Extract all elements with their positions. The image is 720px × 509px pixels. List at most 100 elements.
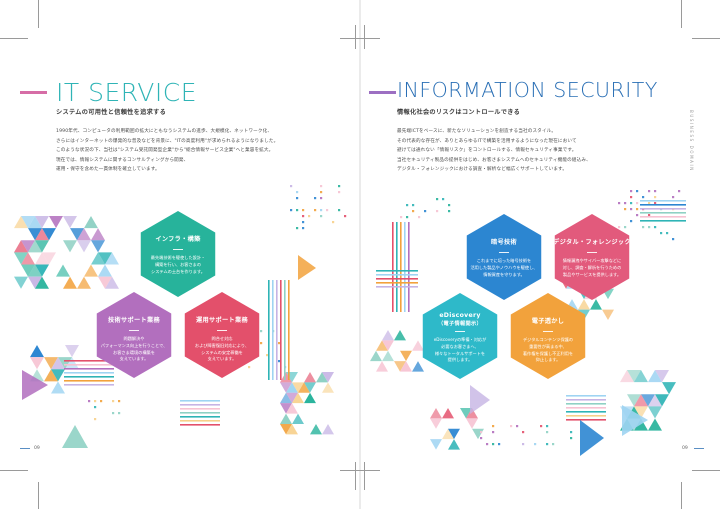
pattern-shape — [648, 190, 651, 193]
intro-line: このような状況の下、当社は"システム受託開発型企業"から"総合情報サービス企業"… — [56, 148, 274, 153]
intro-line: 運用・保守を含めた一貫体制を確立しています。 — [56, 167, 160, 172]
pattern-shape — [382, 330, 394, 341]
pattern-shape — [260, 342, 263, 345]
pattern-shape — [400, 361, 412, 372]
pattern-shape — [296, 191, 299, 194]
pattern-shape — [280, 403, 292, 414]
pattern-shape — [49, 216, 63, 229]
pattern-shape — [314, 209, 317, 212]
pattern-shape — [624, 208, 627, 211]
crop-mark — [364, 25, 365, 49]
intro-line: その代表的な存在が、ありとあらゆるITで構築を活用するようになった現在において — [397, 138, 577, 144]
center-fold — [359, 0, 361, 509]
pattern-shape — [636, 190, 639, 193]
pattern-shape — [51, 381, 65, 394]
pattern-shape — [566, 411, 606, 413]
pattern-shape — [448, 428, 460, 440]
pattern-shape — [602, 309, 614, 320]
pattern-shape — [470, 385, 490, 414]
information-security-page: INFORMATION SECURITY 情報化社会のリスクはコントロールできる… — [360, 0, 720, 509]
pattern-shape — [418, 216, 421, 219]
pattern-shape — [382, 340, 394, 351]
intro-line: さらにはインターネットの爆発的な普及などを背景に、"ITの高度利用"が求められる… — [56, 138, 279, 144]
pattern-shape — [394, 330, 406, 341]
pattern-shape — [302, 221, 305, 224]
crop-mark — [692, 470, 720, 471]
pattern-shape — [322, 382, 334, 393]
pattern-shape — [636, 202, 639, 205]
crop-mark — [340, 38, 380, 39]
pattern-shape — [634, 418, 648, 431]
pattern-shape — [424, 210, 427, 213]
pattern-shape — [636, 214, 639, 217]
hex-line: eDiscoveryの準備・対応が — [433, 337, 487, 342]
pattern-shape — [344, 215, 347, 218]
pattern-shape — [546, 443, 549, 446]
pattern-shape — [466, 408, 478, 419]
pattern-shape — [546, 431, 549, 434]
pattern-shape — [118, 400, 121, 403]
pattern-shape — [304, 382, 316, 393]
pattern-shape — [180, 420, 220, 422]
pattern-shape — [634, 394, 648, 407]
pattern-shape — [42, 228, 56, 241]
pattern-shape — [436, 210, 439, 213]
pattern-shape — [406, 216, 409, 219]
pattern-shape — [376, 340, 388, 351]
hex-title: インフラ・構築 — [155, 236, 201, 243]
pattern-shape — [280, 382, 292, 393]
pattern-shape — [63, 240, 77, 253]
hex-cryptography: 暗号技術 これまでに培った暗号技術を 活用した製品やノウハウを駆使し、 情報資産… — [466, 214, 542, 300]
pattern-shape — [320, 209, 323, 212]
pattern-shape — [320, 185, 323, 188]
pattern-shape — [296, 197, 299, 200]
pattern-shape — [376, 286, 418, 288]
hex-description: 情報漏洩やサイバー攻撃などに 対し、調査・解析を行うための 製品やサービスを提供… — [555, 258, 629, 278]
hex-line: 問題解決や — [123, 336, 145, 341]
pattern-shape — [412, 340, 424, 351]
hex-description: eDiscoveryの準備・対応が 必要なお客さまへ、 様々なトータルサポートを… — [423, 337, 497, 364]
pattern-shape — [280, 280, 282, 380]
pattern-shape — [280, 413, 292, 424]
page-number: 09 — [682, 446, 688, 451]
crop-mark — [681, 482, 682, 509]
pattern-shape — [64, 360, 114, 362]
pattern-shape — [320, 215, 323, 218]
hex-line: お客さま環境の構築を — [113, 349, 155, 355]
pattern-shape — [35, 228, 49, 241]
pattern-shape — [636, 208, 639, 211]
page-title: INFORMATION SECURITY — [397, 78, 658, 102]
pattern-shape — [304, 392, 316, 404]
intro-line: 最先端ICTをベースに、新たなソリューションを創造する当社のスタイル。 — [397, 129, 557, 134]
section-side-label: BUSINESS DOMAIN — [689, 110, 694, 172]
pattern-shape — [310, 423, 322, 435]
pattern-shape — [534, 443, 537, 446]
pattern-shape — [648, 370, 662, 383]
pattern-shape — [28, 264, 42, 277]
pattern-shape — [286, 423, 298, 435]
pattern-shape — [510, 425, 513, 428]
hex-line: 抑止します。 — [535, 357, 561, 363]
pattern-shape — [654, 190, 657, 193]
pattern-shape — [436, 198, 439, 201]
pattern-shape — [662, 382, 676, 395]
hex-divider — [543, 331, 553, 332]
hex-operations-support: 運用サポート業務 問合せ対応 および障害復旧対応により、 システムの安定稼働を … — [184, 292, 260, 378]
pattern-shape — [655, 394, 669, 407]
pattern-shape — [396, 222, 398, 312]
pattern-shape — [666, 232, 669, 235]
pattern-shape — [618, 202, 621, 205]
pattern-shape — [326, 209, 329, 212]
intro-paragraph: 最先端ICTをベースに、新たなソリューションを創造する当社のスタイル。 その代表… — [397, 127, 591, 175]
pattern-shape — [540, 425, 543, 428]
pattern-shape — [64, 372, 114, 374]
pattern-shape — [627, 370, 641, 383]
pattern-shape — [640, 208, 686, 210]
hex-line: 必要なお客さまへ、 — [441, 343, 479, 349]
pattern-shape — [22, 370, 48, 400]
crop-mark — [355, 25, 356, 49]
pattern-shape — [338, 209, 341, 212]
pattern-shape — [480, 437, 483, 440]
pattern-shape — [180, 404, 220, 406]
